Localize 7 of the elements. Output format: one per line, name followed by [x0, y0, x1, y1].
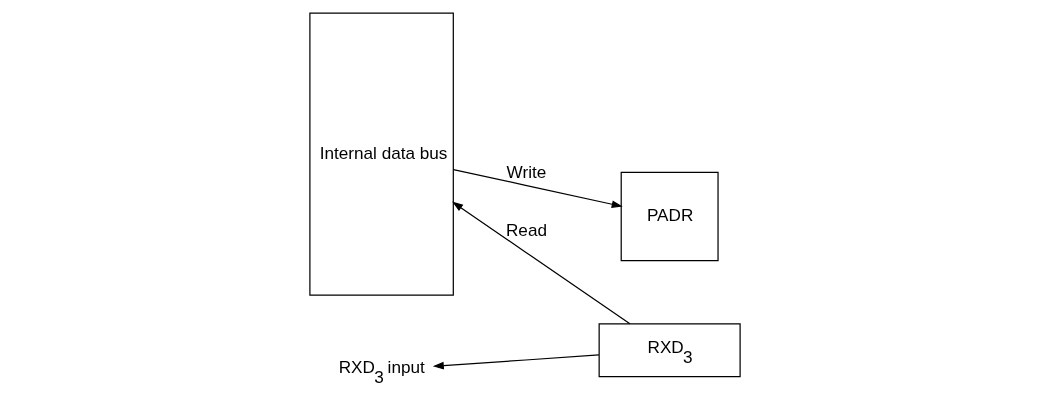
arrow [432, 354, 600, 370]
edge-label: Write [506, 161, 547, 182]
node-box: PADR [620, 171, 719, 262]
arrow [452, 168, 623, 208]
node-box: Internal data bus [309, 12, 454, 296]
arrow [452, 201, 631, 325]
edge-label: Read [506, 220, 547, 241]
